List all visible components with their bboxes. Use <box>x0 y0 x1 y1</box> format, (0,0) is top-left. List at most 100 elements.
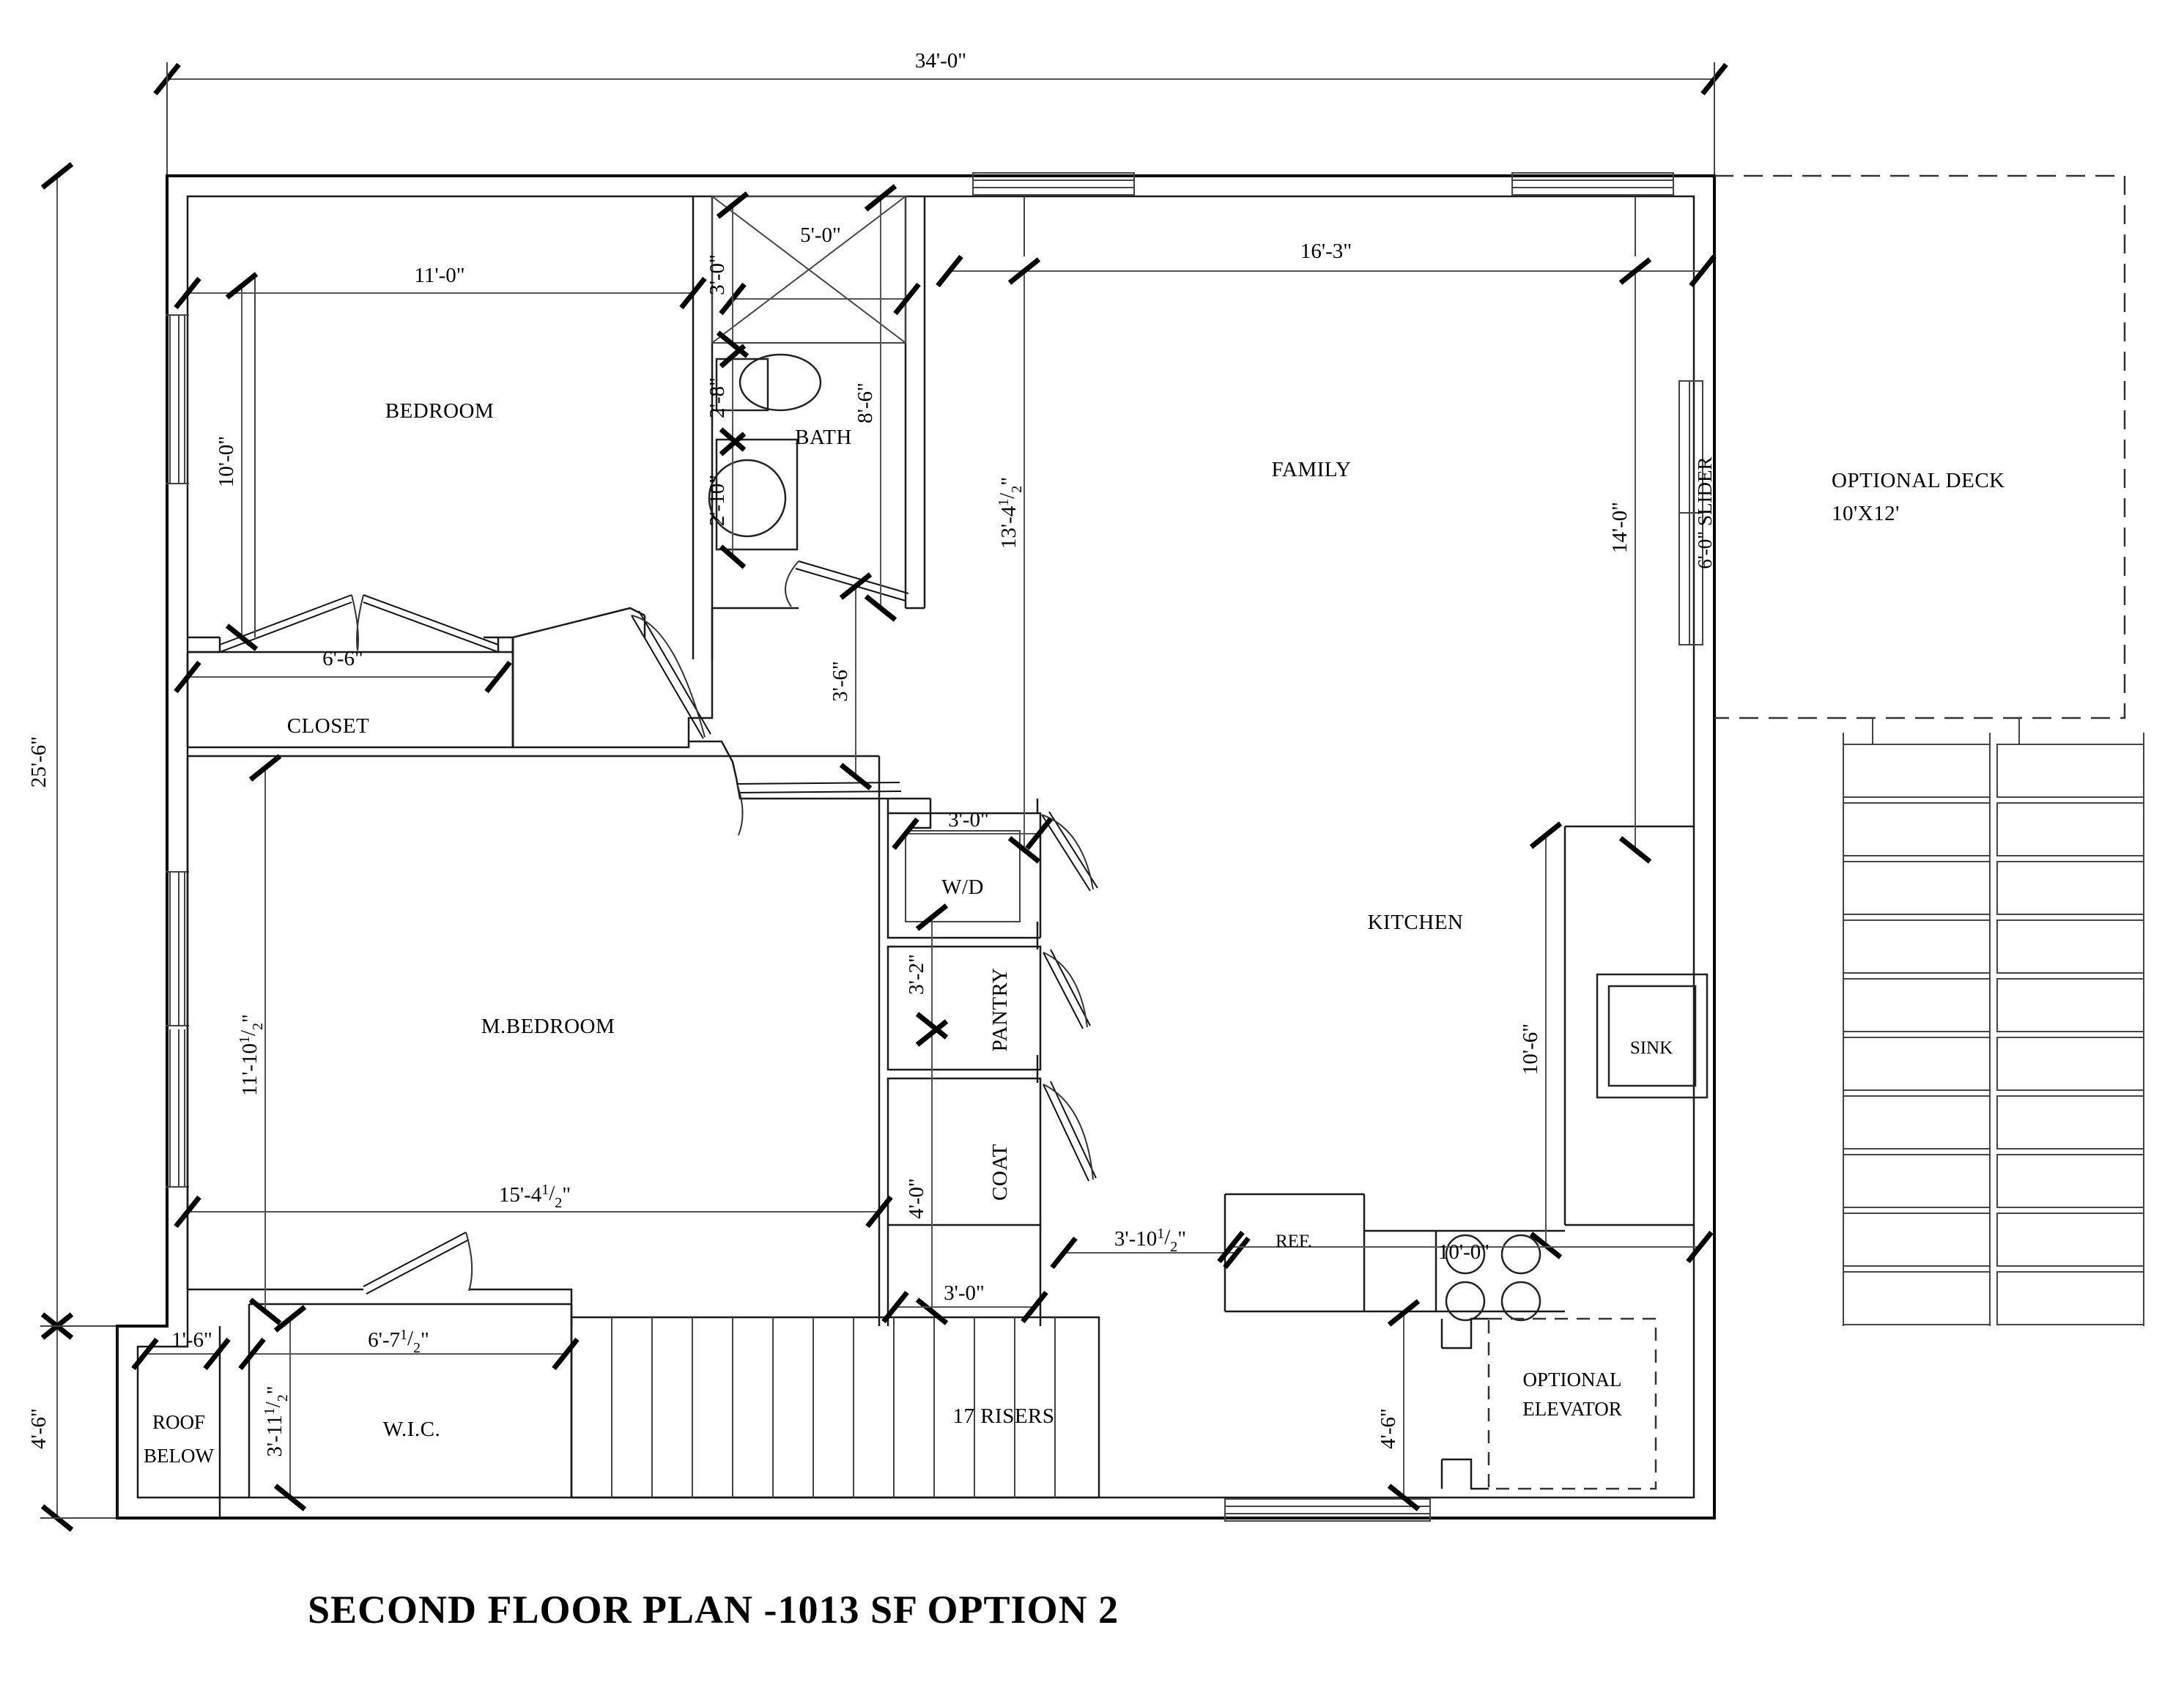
window-top-family-left <box>972 172 1135 196</box>
dim-family-width-label: 16'-3" <box>1300 240 1352 263</box>
optional-deck-outline <box>1714 174 2126 719</box>
dim-bedroom-width-label: 11'-0" <box>414 264 464 287</box>
area-roof-below <box>116 1326 221 1518</box>
dimension-toilet <box>719 432 747 569</box>
hall-door-lower[interactable] <box>736 782 902 836</box>
dim-mbedroom-depth-label: 11'-101/2" <box>237 1014 266 1096</box>
dimension-kitchen-run <box>1217 1230 1714 1264</box>
label-deck-line2: 10'X12' <box>1832 502 1900 525</box>
dimension-slider-wall <box>1618 257 1652 864</box>
dimension-kitchen-counter-depth <box>1529 821 1563 1259</box>
dim-bedroom-depth-label: 10'-0" <box>215 436 238 487</box>
slider-door[interactable] <box>1678 380 1703 645</box>
window-top-family-right <box>1511 172 1674 196</box>
dim-family-depth-label: 13'-41/2" <box>996 477 1025 549</box>
dimension-hall-width <box>839 572 873 791</box>
mbedroom-door[interactable] <box>363 1232 473 1295</box>
room-coat <box>886 1077 1042 1326</box>
kitchen-sink <box>1596 973 1709 1099</box>
dim-bath-closet-label: 3'-0" <box>706 254 729 295</box>
dimension-family-width <box>936 196 1717 288</box>
dim-pantry-width-label: 3'-2" <box>905 954 928 995</box>
dim-coat-to-ref-label: 3'-101/2" <box>1114 1226 1186 1255</box>
label-elevator-line2: ELEVATOR <box>1522 1398 1622 1420</box>
label-roof-below-line2: BELOW <box>144 1445 214 1467</box>
bath-vanity <box>715 353 822 412</box>
dim-wd-width-label: 3'-0" <box>948 808 989 832</box>
window-left-bedroom <box>166 314 189 484</box>
dim-bath-width-label: 5'-0" <box>800 223 841 247</box>
dimension-wd-width <box>892 817 1053 851</box>
dim-roof-below-depth-label: 4'-6" <box>27 1408 51 1449</box>
window-bottom-kitchen <box>1224 1498 1431 1522</box>
room-label-pantry: PANTRY <box>988 968 1012 1052</box>
room-label-mbedroom: M.BEDROOM <box>481 1015 615 1038</box>
kitchen-counter-bottom <box>1224 1193 1565 1313</box>
page-title: SECOND FLOOR PLAN -1013 SF OPTION 2 <box>308 1588 1119 1632</box>
dimension-elevator-depth <box>1387 1299 1421 1511</box>
dimension-wic-width <box>238 1337 580 1371</box>
bath-door[interactable] <box>785 560 909 607</box>
dimension-bedroom-depth <box>225 272 259 651</box>
dim-hall-width-label: 3'-6" <box>829 661 852 702</box>
dimension-bath-closet <box>716 191 749 358</box>
pantry-door[interactable] <box>1043 949 1091 1029</box>
dimension-coat-door <box>881 1290 1048 1324</box>
dimension-closet-width <box>174 660 512 694</box>
dim-vanity-label: 2'-8" <box>706 377 729 418</box>
kitchen-counter-right <box>1563 825 1694 1226</box>
dimension-bath-width <box>719 282 921 316</box>
dim-kitchen-counter-depth-label: 10'-6" <box>1519 1023 1542 1075</box>
dim-kitchen-run-label: 10'-0" <box>1438 1240 1489 1264</box>
room-label-closet: CLOSET <box>287 714 370 738</box>
dimension-roof-below-width <box>131 1337 231 1371</box>
dim-overall-width-label: 34'-0" <box>915 49 966 73</box>
label-slider: 6'-0" SLIDER <box>1694 456 1716 569</box>
label-roof-below-line1: ROOF <box>152 1411 205 1433</box>
label-elevator-line1: OPTIONAL <box>1523 1369 1622 1391</box>
dimension-mbedroom-depth <box>248 754 282 1325</box>
room-label-wd: W/D <box>941 876 984 899</box>
window-left-mbedroom-lower <box>166 1029 189 1188</box>
room-wd <box>886 799 1042 939</box>
dimension-pantry-width <box>915 903 949 1040</box>
label-sink: SINK <box>1630 1038 1673 1058</box>
label-ref: REF. <box>1276 1232 1312 1251</box>
hall-door-upper[interactable] <box>631 610 711 739</box>
dim-wic-depth-label: 3'-111/2" <box>262 1385 291 1456</box>
window-left-mbedroom-upper <box>166 871 189 1026</box>
dimension-family-depth <box>1007 257 1041 864</box>
room-pantry <box>886 945 1042 1071</box>
dim-closet-width-label: 6'-6" <box>322 647 363 670</box>
dimension-bath-depth <box>864 184 897 622</box>
dim-wic-width-label: 6'-71/2" <box>368 1327 429 1356</box>
dimension-overall-width <box>153 62 1728 190</box>
dim-toilet-label: 2'-10" <box>706 475 729 526</box>
label-deck-line1: OPTIONAL DECK <box>1832 469 2005 492</box>
dimension-coat-to-ref <box>1050 1236 1251 1270</box>
bath-toilet <box>708 438 799 551</box>
room-bath <box>711 196 926 608</box>
dimension-bedroom-width <box>174 276 707 637</box>
dimension-vanity <box>719 344 747 452</box>
dim-coat-door-label: 3'-0" <box>944 1281 985 1305</box>
dim-overall-height-label: 25'-6" <box>27 736 51 788</box>
dimension-wic-depth <box>273 1305 307 1511</box>
room-label-coat: COAT <box>988 1144 1012 1201</box>
hallway-walls <box>511 607 932 829</box>
room-label-bath: BATH <box>795 426 852 449</box>
coat-door[interactable] <box>1043 1081 1097 1182</box>
dim-slider-wall-label: 14'-0" <box>1608 502 1632 553</box>
room-mbedroom <box>186 755 881 1326</box>
label-risers: 17 RISERS <box>952 1404 1054 1428</box>
closet-doors[interactable] <box>219 594 499 653</box>
room-label-wic: W.I.C. <box>383 1418 440 1441</box>
room-label-kitchen: KITCHEN <box>1368 911 1464 934</box>
dim-coat-width-label: 4'-0" <box>905 1178 928 1219</box>
kitchen-cooktop <box>1445 1234 1541 1322</box>
room-label-family: FAMILY <box>1271 458 1351 481</box>
wd-door[interactable] <box>1041 811 1098 892</box>
dimension-coat-width <box>915 1019 949 1325</box>
